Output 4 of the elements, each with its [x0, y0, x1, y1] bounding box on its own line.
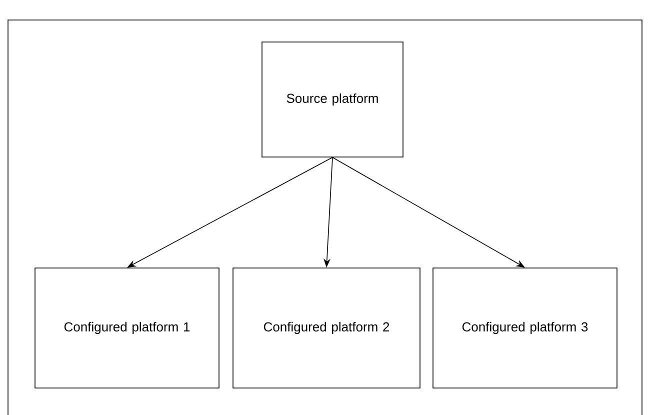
platform-box: Configured platform 2 [232, 268, 420, 388]
platform-box: Configured platform 3 [432, 268, 618, 388]
platform-box: Source platform [262, 42, 404, 158]
platform-box: Configured platform 1 [34, 268, 220, 388]
